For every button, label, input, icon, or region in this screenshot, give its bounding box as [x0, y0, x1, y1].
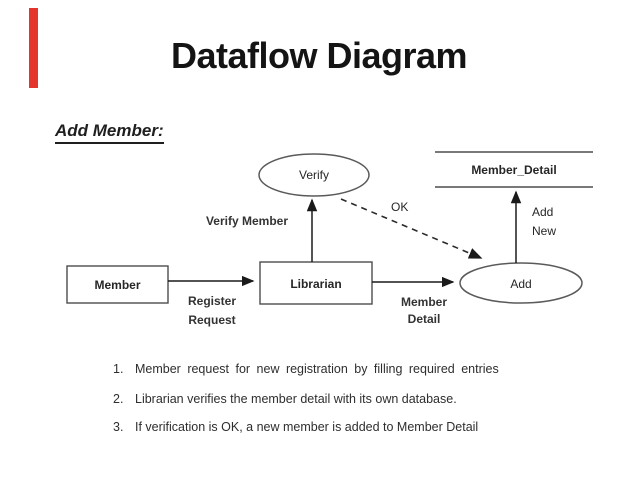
flow-ok-dashed-arrow: [340, 198, 483, 259]
member-detail-flow-label: Member Detail: [384, 294, 464, 328]
note-number: 2.: [113, 392, 124, 406]
register-request-line2: Request: [188, 313, 236, 327]
note-text: If verification is OK, a new member is a…: [135, 420, 479, 434]
page-title: Dataflow Diagram: [170, 35, 468, 76]
add-process-ellipse: [459, 262, 583, 304]
librarian-label: Librarian: [290, 277, 342, 291]
note-number: 1.: [113, 362, 124, 376]
note-text: Librarian verifies the member detail wit…: [135, 392, 457, 406]
note-item-1: 1. Member request for new registration by…: [113, 362, 499, 376]
register-request-line1: Register: [187, 294, 237, 308]
librarian-box: [259, 261, 373, 305]
member-detail-line1: Member: [400, 295, 447, 309]
verify-process-ellipse: [258, 153, 370, 197]
add-new-flow-label: Add New: [532, 203, 556, 241]
section-heading: Add Member:: [55, 121, 164, 144]
verify-member-flow-label: Verify Member: [205, 214, 289, 228]
note-number: 3.: [113, 420, 124, 434]
ok-flow-label: OK: [391, 200, 409, 214]
note-item-2: 2. Librarian verifies the member detail w…: [113, 392, 457, 406]
register-request-flow-label: Register Request: [172, 292, 252, 330]
note-item-3: 3. If verification is OK, a new member is…: [113, 420, 478, 434]
member-detail-line2: Detail: [407, 312, 441, 326]
add-process-label: Add: [510, 277, 532, 291]
add-new-line1: Add: [532, 205, 554, 219]
member-detail-store-label: Member_Detail: [471, 163, 557, 177]
add-new-line2: New: [532, 224, 557, 238]
accent-bar: [29, 8, 38, 88]
note-text: Member request for new registration by f…: [135, 362, 499, 376]
verify-process-label: Verify: [298, 168, 329, 182]
member-entity-label: Member: [94, 278, 141, 292]
member-entity-box: [66, 265, 169, 304]
